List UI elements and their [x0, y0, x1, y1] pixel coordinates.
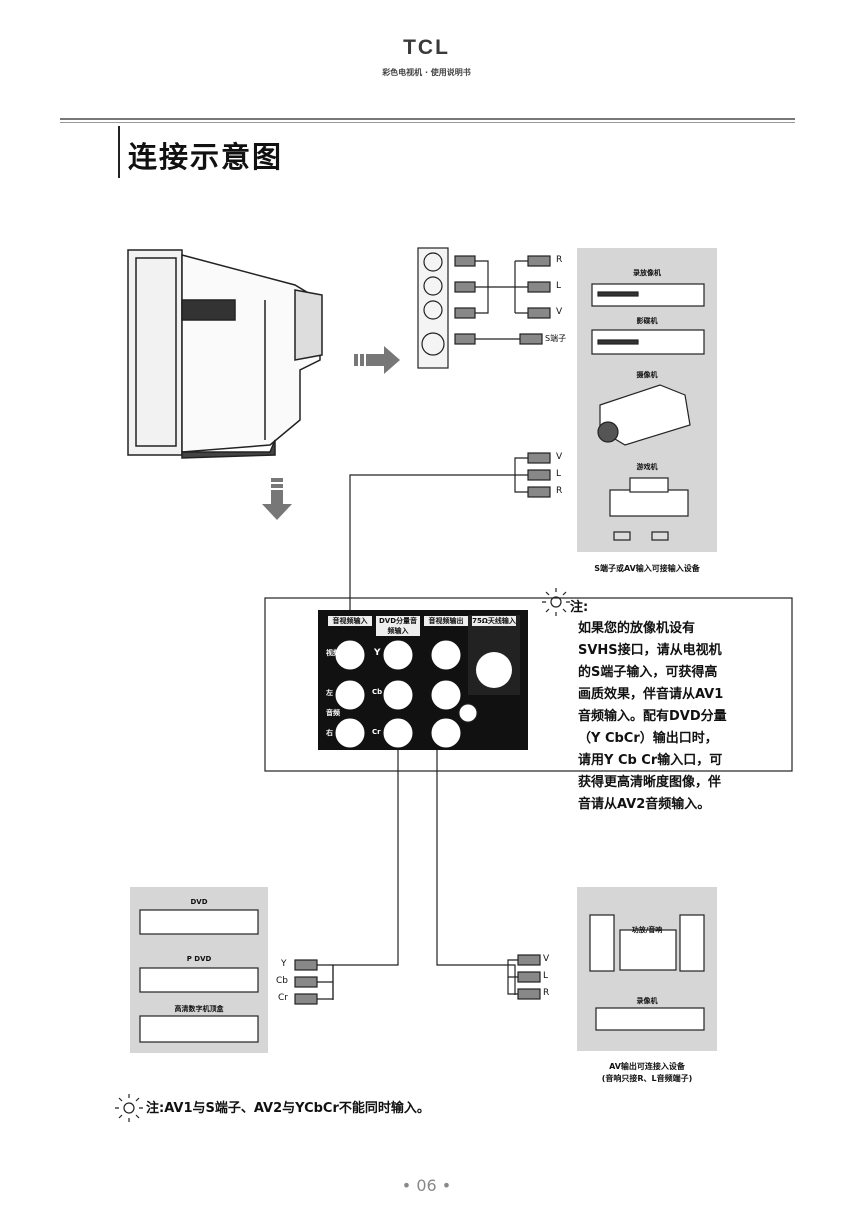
device-label-vcr-bottom: 录像机	[636, 997, 658, 1005]
input-devices-caption: S端子或AV输入可接输入设备	[594, 564, 700, 573]
device-drawings-left	[139, 909, 259, 1043]
device-label-game-console: 游戏机	[636, 463, 658, 471]
note-title: 注:	[570, 600, 589, 615]
heading-bar	[118, 126, 120, 178]
signal-label-cr: Cr	[278, 993, 288, 1003]
device-label-vcr: 录放像机	[633, 269, 661, 277]
signal-label-l-top: L	[556, 281, 562, 291]
signal-label-r-top: R	[556, 255, 563, 265]
lower-cables	[294, 750, 541, 1005]
output-devices-caption: AV输出可连接入设备	[609, 1062, 685, 1071]
device-label-pdvd: P DVD	[186, 955, 212, 963]
rear-group-av-output: 音视频输出	[424, 616, 468, 626]
rear-label-right: 右	[326, 729, 333, 737]
header-subtitle: 彩色电视机 · 使用说明书	[382, 68, 471, 77]
note-body: 如果您的放像机设有SVHS接口，请从电视机的S端子输入，可获得高画质效果，伴音请…	[578, 621, 727, 812]
header-rule-thin	[60, 122, 795, 123]
bottom-note: 注:AV1与S端子、AV2与YCbCr不能同时输入。	[146, 1101, 430, 1116]
brand-logo: TCL	[403, 36, 450, 59]
rear-label-video: 视频	[326, 649, 340, 657]
rear-label-cb: Cb	[372, 688, 383, 696]
output-devices-caption-sub: (音响只接R、L音频端子)	[601, 1074, 693, 1083]
device-label-camcorder: 摄像机	[636, 371, 658, 379]
header-rule	[60, 118, 795, 120]
page-title: 连接示意图	[128, 140, 284, 174]
device-label-dvd: DVD	[190, 898, 208, 906]
rear-label-cr: Cr	[372, 728, 381, 736]
rear-group-dvd-component: DVD分量音频输入	[376, 616, 420, 636]
rear-group-av-input: 音视频输入	[328, 616, 372, 626]
device-label-amplifier: 功放/音响	[631, 926, 663, 934]
rear-group-antenna: 75Ω天线输入	[472, 616, 516, 626]
signal-label-v-top: V	[556, 307, 563, 317]
device-label-disc-player: 影碟机	[636, 317, 658, 325]
signal-label-cb: Cb	[276, 976, 288, 986]
mid-cables	[349, 452, 551, 630]
signal-label-r-mid: R	[556, 486, 563, 496]
device-drawings-right	[589, 914, 705, 1031]
signal-label-l-bottom: L	[543, 971, 549, 981]
rear-label-left: 左	[326, 689, 333, 697]
note-icon	[542, 588, 570, 616]
rear-label-audio: 音频	[326, 709, 340, 717]
signal-label-v-bottom: V	[543, 954, 550, 964]
device-label-hd-settop-box: 高清数字机顶盒	[174, 1005, 224, 1013]
arrow-down	[262, 478, 292, 520]
tv-illustration	[127, 249, 323, 459]
signal-label-y: Y	[281, 959, 287, 969]
side-av-panel	[417, 247, 449, 369]
bottom-note-icon	[115, 1094, 143, 1122]
top-cables	[454, 255, 551, 345]
device-drawings-top	[591, 283, 705, 541]
signal-label-v-mid: V	[556, 452, 563, 462]
rear-label-y: Y	[374, 648, 381, 658]
page-number: • 06 •	[401, 1176, 452, 1195]
signal-label-s-terminal: S端子	[545, 334, 567, 343]
rear-panel	[264, 597, 793, 772]
signal-label-r-bottom: R	[543, 988, 550, 998]
signal-label-l-mid: L	[556, 469, 562, 479]
arrow-right	[354, 346, 400, 374]
